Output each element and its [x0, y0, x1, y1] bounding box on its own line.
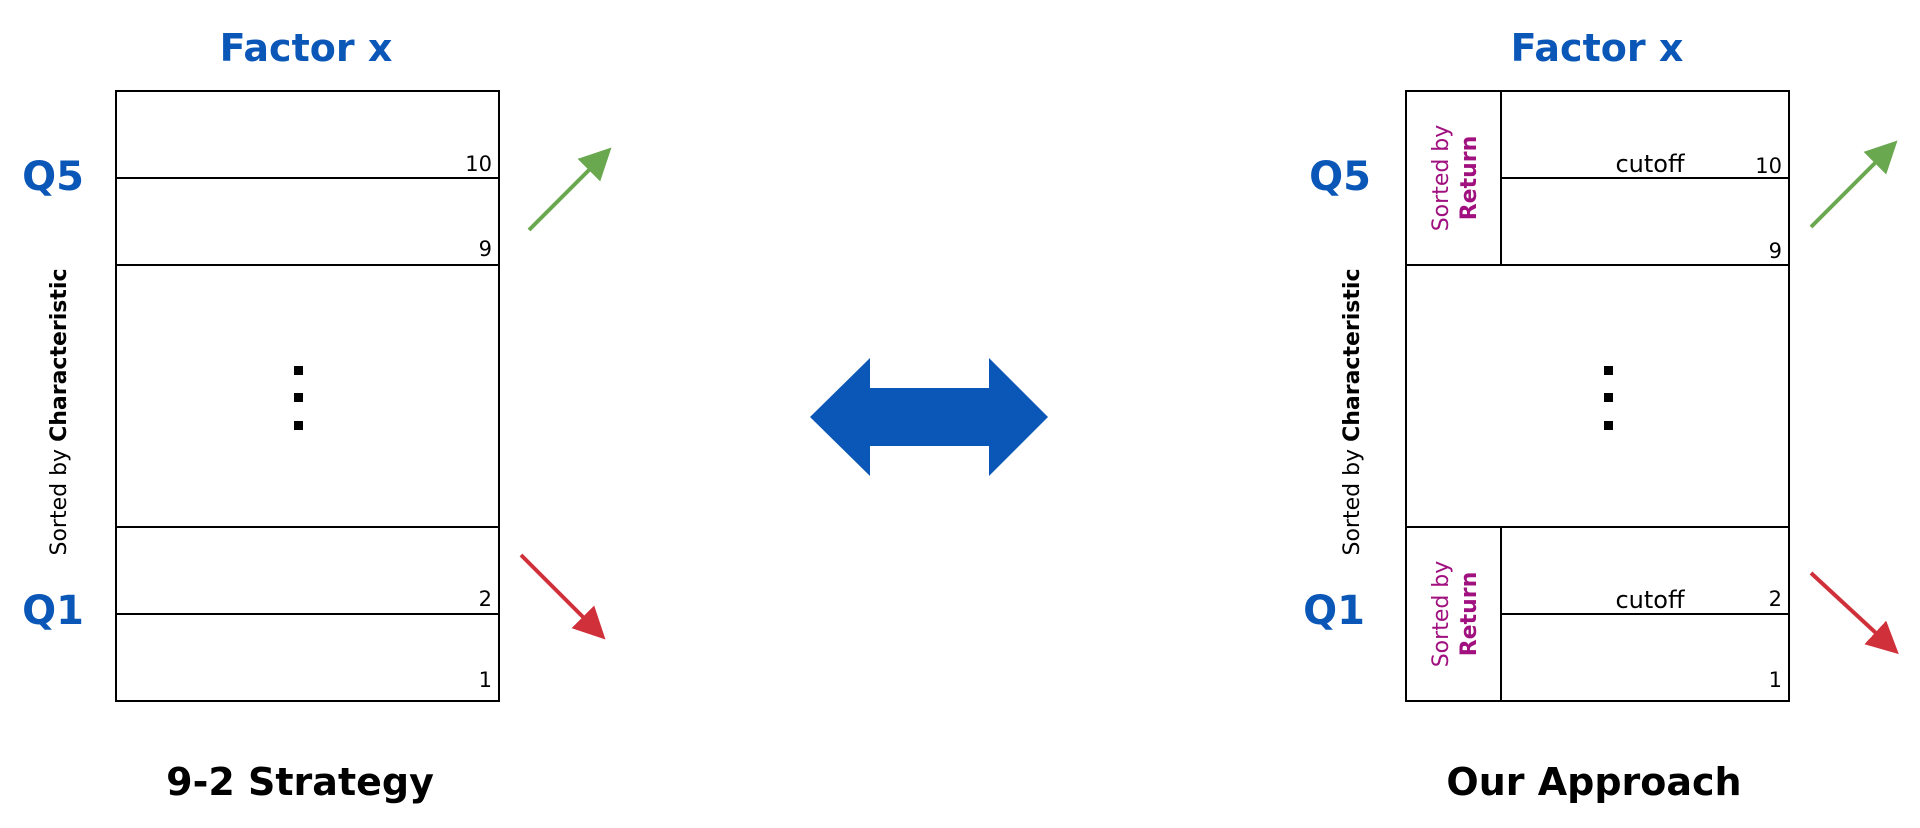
left-label-10: 10 — [465, 152, 492, 176]
right-label-9: 9 — [1769, 239, 1782, 263]
left-title: Factor x — [220, 26, 393, 70]
left-label-9: 9 — [479, 237, 492, 261]
left-label-1: 1 — [479, 668, 492, 692]
right-cutoff-bottom: cutoff — [1615, 586, 1685, 614]
left-box — [115, 90, 500, 702]
left-q1-label: Q1 — [22, 588, 84, 634]
right-cutoff-top: cutoff — [1615, 150, 1685, 178]
left-label-2: 2 — [479, 587, 492, 611]
right-title: Factor x — [1511, 26, 1684, 70]
right-label-10: 10 — [1755, 154, 1782, 178]
right-label-1: 1 — [1769, 668, 1782, 692]
right-caption: Our Approach — [1446, 760, 1741, 804]
double-arrow-icon — [810, 358, 1048, 476]
left-ellipsis-icon — [294, 366, 303, 430]
right-side-label: Sorted by Characteristic — [1340, 269, 1365, 556]
right-q1-label: Q1 — [1303, 588, 1365, 634]
right-q5-label: Q5 — [1309, 154, 1371, 200]
left-caption: 9-2 Strategy — [166, 760, 434, 804]
right-box — [1405, 90, 1790, 702]
left-q5-label: Q5 — [22, 154, 84, 200]
right-panel: Factor x cutoff cutoff 10 9 2 1 Sorted b… — [1303, 26, 1899, 804]
right-ellipsis-icon — [1604, 366, 1613, 430]
left-up-arrow-icon — [527, 147, 612, 232]
left-side-label: Sorted by Characteristic — [47, 269, 72, 556]
right-label-2: 2 — [1769, 587, 1782, 611]
left-down-arrow-icon — [519, 553, 606, 640]
right-up-arrow-icon — [1809, 140, 1898, 229]
left-panel: Factor x 10 9 2 1 Q5 Q1 Sorted by Charac… — [22, 26, 612, 804]
right-down-arrow-icon — [1809, 571, 1899, 655]
